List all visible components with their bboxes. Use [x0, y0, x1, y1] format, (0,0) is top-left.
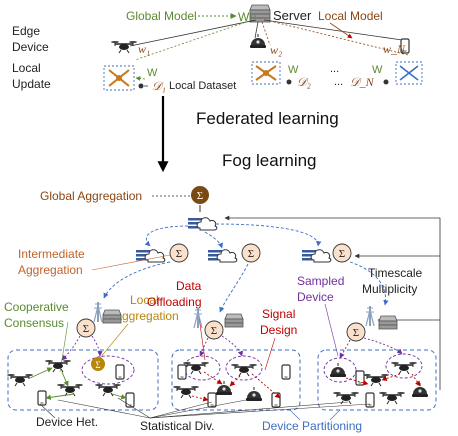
server-icon [249, 4, 271, 23]
svg-text:W: W [147, 67, 158, 79]
svg-text:Σ: Σ [339, 248, 345, 260]
device-het-label: Device Het. [36, 415, 98, 429]
intermediate-label: Intermediate [18, 247, 85, 261]
svg-text:W: W [372, 64, 383, 76]
cluster-3: Σ [317, 305, 437, 411]
federated-learning-title: Federated learning [196, 109, 339, 128]
signal-label: Signal [262, 307, 295, 321]
offloading-label: Offloading [147, 295, 202, 309]
timescale-label: Timescale [368, 266, 423, 280]
statistical-div-label: Statistical Div. [140, 419, 214, 433]
dataset-2: 𝒟₂ [297, 75, 311, 89]
dataset-n: 𝒟_N [350, 75, 375, 89]
svg-text:Σ: Σ [83, 323, 89, 335]
top-cloud-icon [187, 217, 218, 231]
sampled-label: Sampled [297, 274, 344, 288]
intermediate-node-2: Σ [207, 243, 261, 263]
cluster-2: Σ [171, 307, 301, 411]
device-label: Device [297, 290, 334, 304]
fog-learning-title: Fog learning [222, 151, 317, 170]
global-sigma-node: Σ [191, 186, 209, 204]
intermediate-node-1: Σ [135, 243, 189, 263]
global-aggregation-label: Global Aggregation [40, 189, 142, 203]
aggregation-label: Aggregation [18, 263, 83, 277]
weight-2: w₂ [270, 43, 282, 57]
svg-text:W: W [288, 64, 299, 76]
ellipsis-1: ... [330, 63, 339, 75]
local-dataset-label: Local Dataset [169, 80, 236, 92]
local-update-box-2: W [251, 61, 299, 85]
local-update-box-1: W [103, 65, 158, 91]
w-global: W [238, 10, 250, 24]
svg-text:Σ: Σ [176, 248, 182, 260]
weight-n: w_N [383, 42, 406, 56]
multiplicity-label: Multiplicity [362, 282, 417, 296]
edge-label-1: Edge [12, 24, 40, 38]
global-model-label: Global Model [126, 9, 197, 23]
dataset-1: 𝒟₁ [152, 79, 166, 93]
svg-text:Σ: Σ [248, 248, 254, 260]
edge-drone-icon [110, 40, 138, 54]
local-update-label-2: Update [12, 77, 51, 91]
local-update-box-n: W [372, 61, 423, 85]
svg-text:Σ: Σ [197, 190, 203, 202]
federated-learning-section: Server Global Model W Local Model Edge D… [12, 4, 423, 93]
local-aggregation-label: Aggregation [114, 309, 179, 323]
design-label: Design [260, 323, 297, 337]
cooperative-label: Cooperative [4, 300, 69, 314]
intermediate-node-3: Σ [301, 243, 352, 263]
svg-text:Σ: Σ [95, 360, 100, 370]
consensus-label: Consensus [4, 316, 64, 330]
local-model-label: Local Model [318, 9, 383, 23]
svg-text:Σ: Σ [211, 325, 217, 337]
fog-learning-section: Global Aggregation Σ Σ Σ Σ [4, 186, 441, 433]
local-update-label-1: Local [12, 61, 41, 75]
local-label: Local [130, 293, 159, 307]
edge-label-2: Device [12, 40, 49, 54]
edge-robot-icon [249, 33, 267, 49]
svg-text:Σ: Σ [353, 327, 359, 339]
device-partitioning-label: Device Partitioning [262, 419, 362, 433]
cluster-1: Σ Σ [6, 301, 159, 411]
ellipsis-2: ... [334, 76, 343, 88]
weight-1: w₁ [138, 42, 150, 56]
data-label: Data [176, 279, 202, 293]
server-label: Server [273, 8, 312, 23]
